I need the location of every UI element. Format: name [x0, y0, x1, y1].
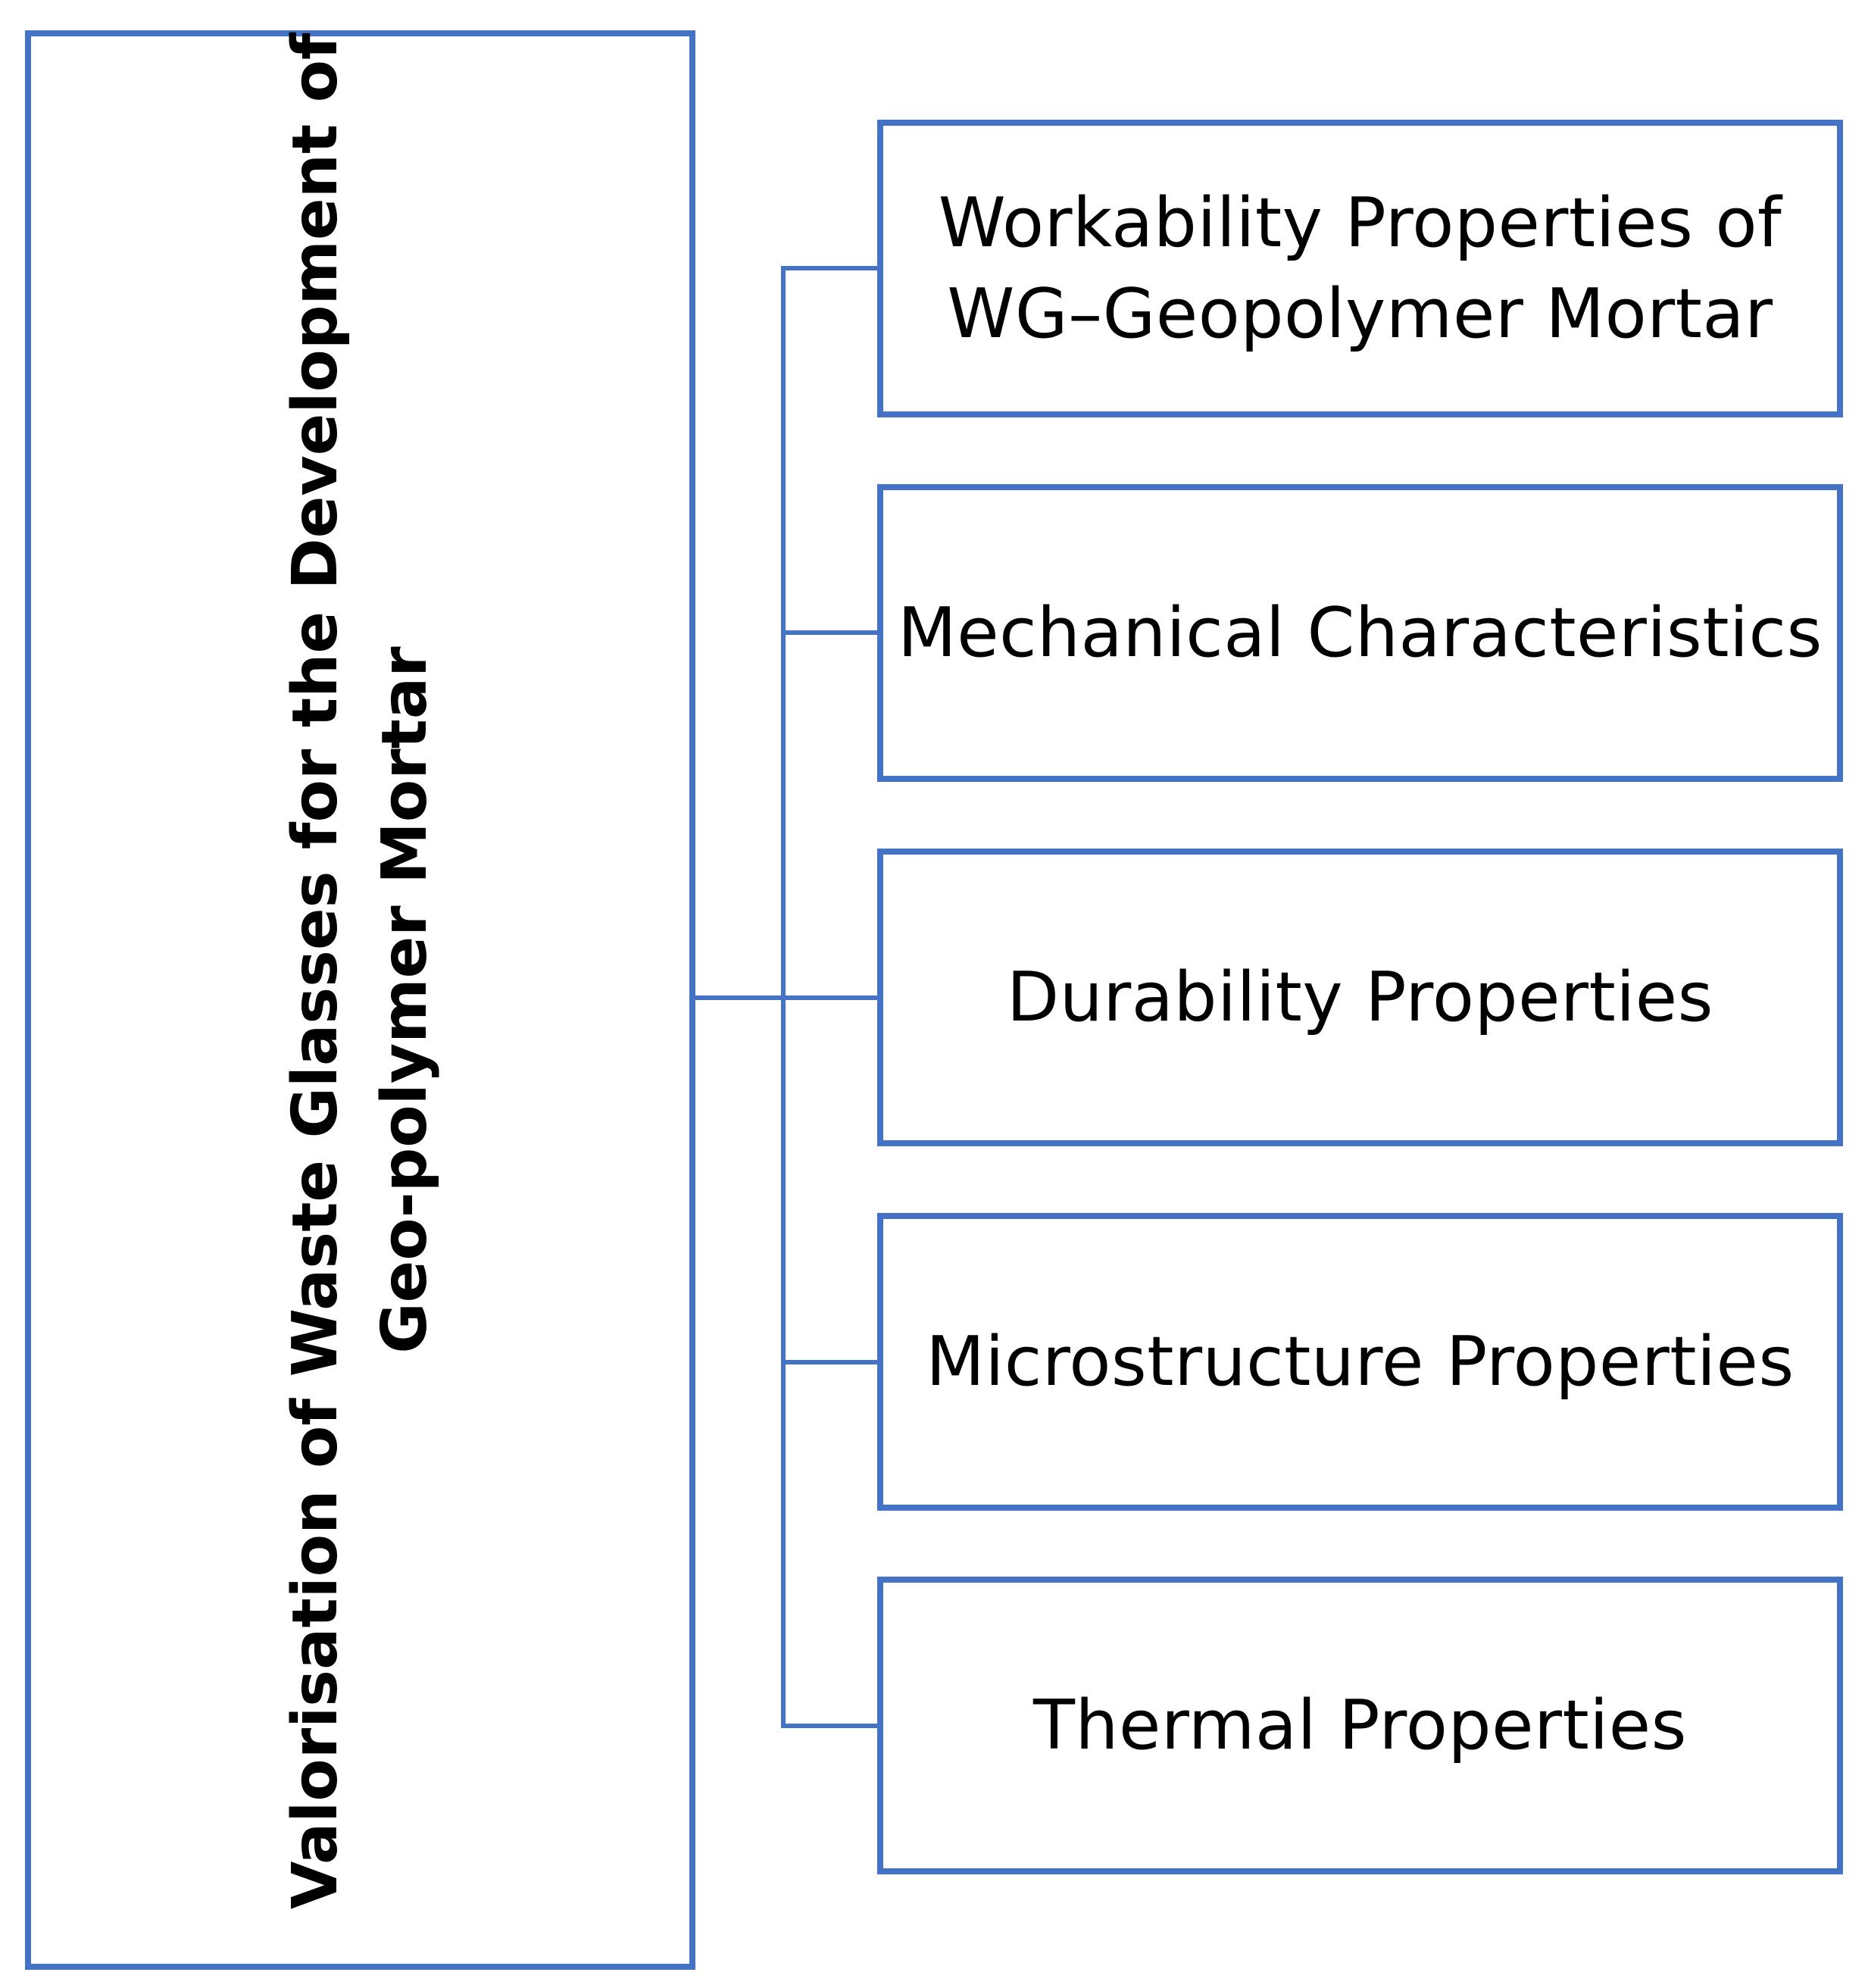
root-node-title: Valorisation of Waste Glasses for the De…: [271, 33, 450, 1909]
node-workability-properties: Workability Properties of WG–Geopolymer …: [877, 120, 1843, 417]
node-thermal-properties: Thermal Properties: [877, 1577, 1843, 1874]
node-durability-properties: Durability Properties: [877, 849, 1843, 1146]
node-durability-properties-label: Durability Properties: [1006, 957, 1714, 1037]
node-microstructure-properties-label: Microstructure Properties: [926, 1321, 1795, 1402]
branch-connector-2: [781, 630, 880, 635]
root-node-title-line-2: Geo-polymer Mortar: [368, 646, 441, 1354]
root-node-box: Valorisation of Waste Glasses for the De…: [25, 30, 695, 1970]
node-thermal-properties-label: Thermal Properties: [1032, 1685, 1688, 1765]
branch-connector-4: [781, 1360, 880, 1364]
node-mechanical-characteristics-label: Mechanical Characteristics: [898, 592, 1823, 673]
node-mechanical-characteristics: Mechanical Characteristics: [877, 484, 1843, 782]
node-workability-properties-label: Workability Properties of WG–Geopolymer …: [938, 183, 1782, 354]
node-microstructure-properties: Microstructure Properties: [877, 1213, 1843, 1511]
branch-connector-1: [781, 266, 880, 270]
branch-connector-5: [781, 1724, 880, 1728]
branch-connector-3: [781, 996, 880, 1000]
root-node-title-line-1: Valorisation of Waste Glasses for the De…: [279, 33, 351, 1909]
